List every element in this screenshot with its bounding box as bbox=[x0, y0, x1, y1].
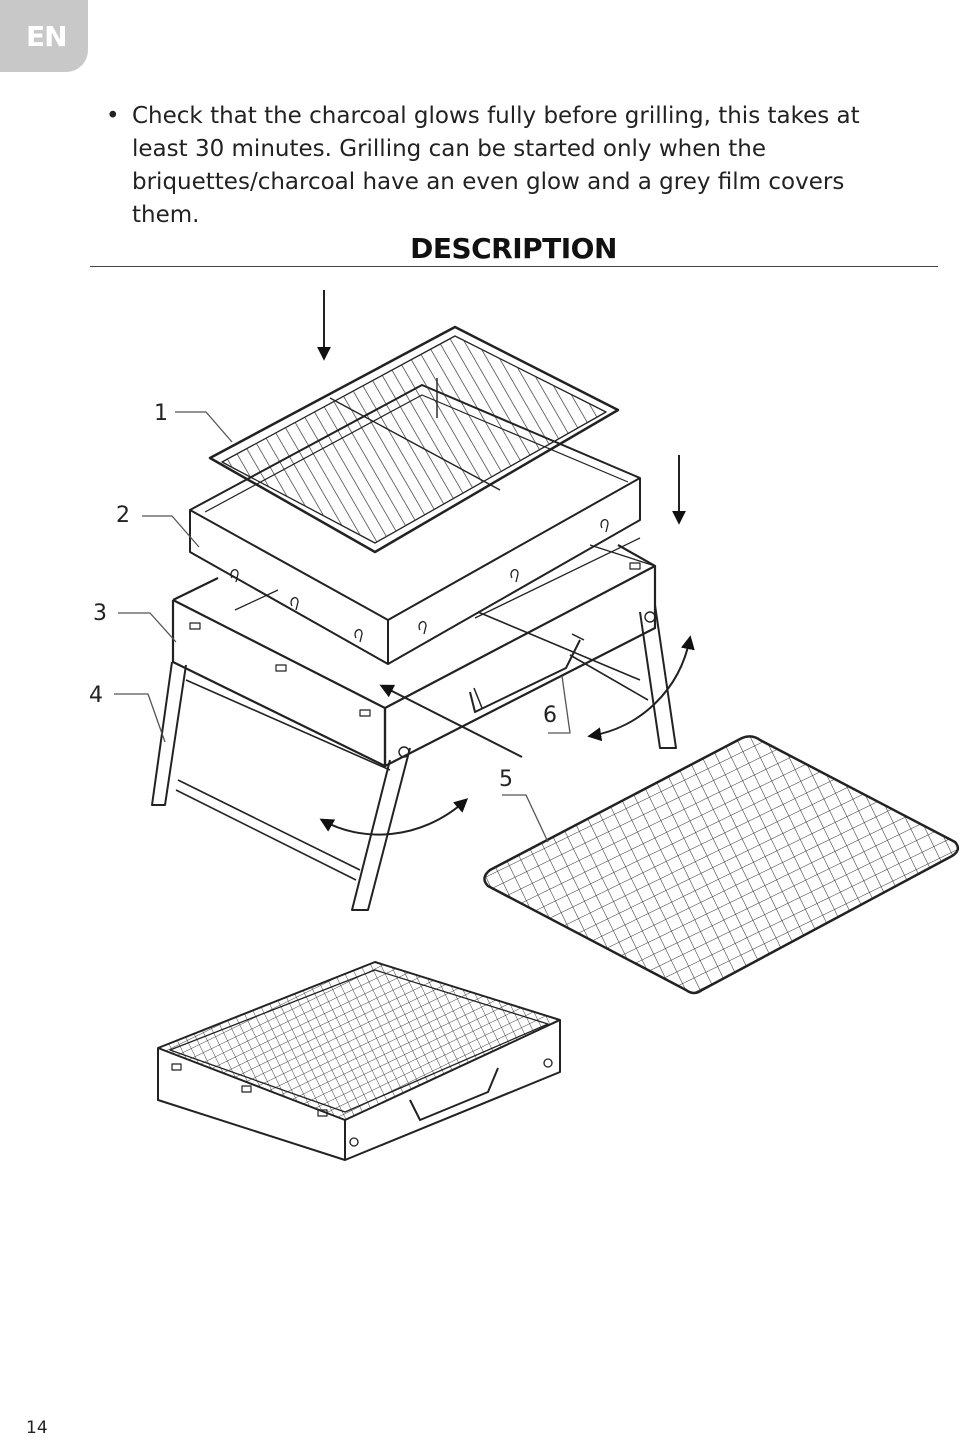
closed-grill bbox=[157, 961, 561, 1161]
top-grill-rack bbox=[208, 325, 620, 554]
callout-leaders bbox=[114, 411, 571, 843]
swing-arrow-right bbox=[587, 635, 695, 742]
callout-5: 5 bbox=[499, 767, 513, 792]
bullet-marker: • bbox=[106, 103, 120, 129]
page-number: 14 bbox=[26, 1418, 48, 1438]
callout-2: 2 bbox=[116, 503, 130, 528]
callout-3: 3 bbox=[93, 601, 107, 626]
callout-4: 4 bbox=[89, 683, 103, 708]
callout-1: 1 bbox=[154, 401, 168, 426]
language-tab: EN bbox=[0, 0, 88, 72]
insert-arrow bbox=[379, 684, 523, 758]
flat-grill-mesh bbox=[483, 735, 960, 995]
charcoal-tray bbox=[189, 384, 641, 665]
grill-box bbox=[171, 537, 657, 768]
section-title: DESCRIPTION bbox=[410, 232, 617, 265]
callout-6: 6 bbox=[543, 703, 557, 728]
language-tab-label: EN bbox=[26, 20, 68, 53]
bullet-text: Check that the charcoal glows fully befo… bbox=[132, 103, 860, 228]
section-rule bbox=[90, 266, 938, 267]
swing-arrow-left bbox=[319, 798, 469, 836]
